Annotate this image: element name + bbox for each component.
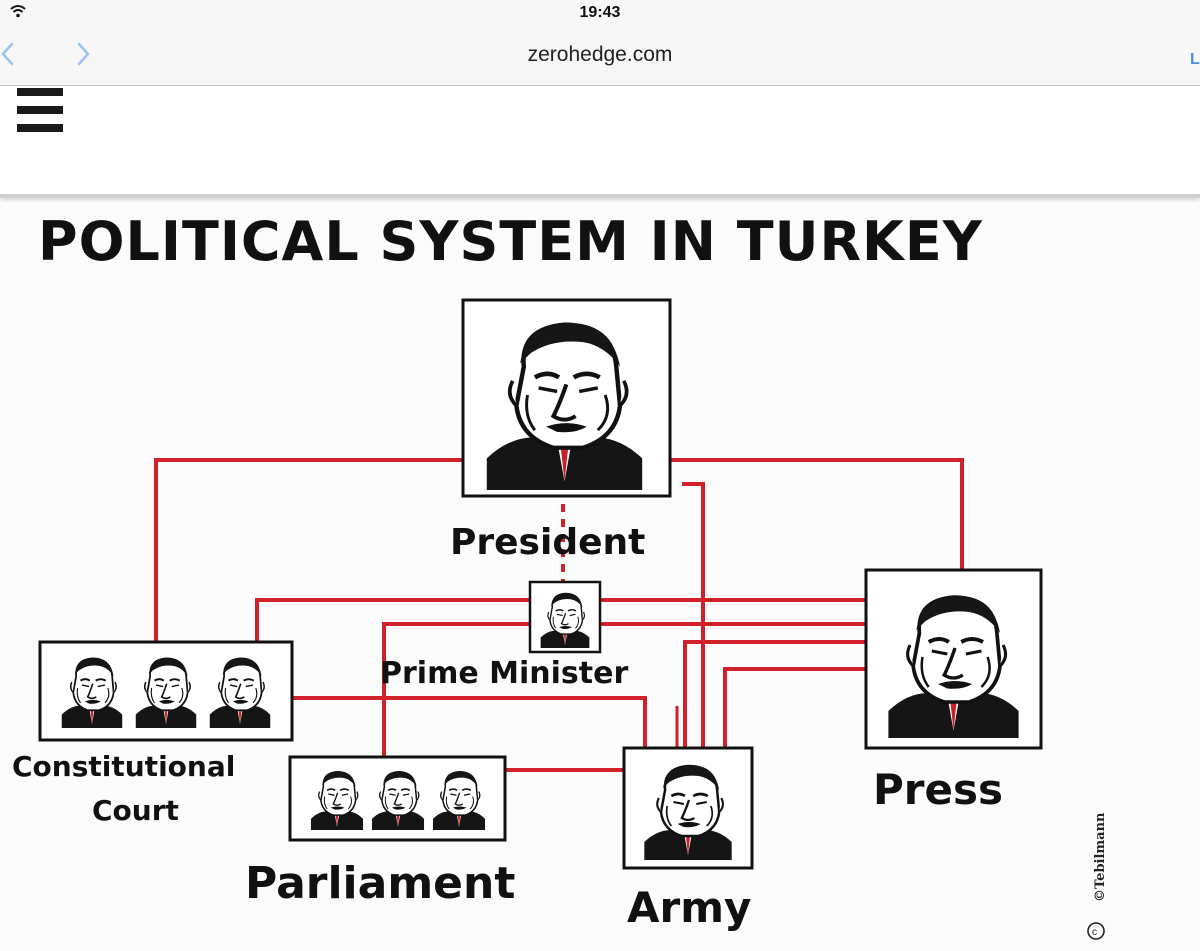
parliament-portraits xyxy=(290,757,505,840)
status-bar: 19:43 xyxy=(0,0,1200,26)
political-cartoon-image: c POLITICAL SYSTEM IN TURKEY President P… xyxy=(0,202,1200,951)
cartoon-diagram: c xyxy=(0,202,1200,951)
label-court: Court xyxy=(92,794,179,827)
svg-text:c: c xyxy=(1092,927,1097,938)
artist-signature: ©Tebilmann xyxy=(1093,812,1108,902)
nav-right-button[interactable]: L xyxy=(1190,51,1200,69)
label-constitutional: Constitutional xyxy=(12,750,235,783)
site-header xyxy=(0,86,1200,198)
hamburger-menu-icon[interactable] xyxy=(17,88,63,136)
army-portrait xyxy=(624,748,752,868)
browser-nav-bar: zerohedge.com L xyxy=(0,26,1200,86)
copyright-icon: c xyxy=(1088,923,1104,939)
label-prime-minister: Prime Minister xyxy=(380,656,628,691)
cartoon-title: POLITICAL SYSTEM IN TURKEY xyxy=(38,210,983,273)
status-time: 19:43 xyxy=(0,4,1200,22)
address-bar-url[interactable]: zerohedge.com xyxy=(0,43,1200,67)
president-portrait xyxy=(463,300,670,496)
label-press: Press xyxy=(873,765,1003,814)
label-army: Army xyxy=(627,883,751,932)
label-parliament: Parliament xyxy=(245,858,515,909)
prime-minister-portrait xyxy=(530,582,600,652)
constitutional-court-portraits xyxy=(40,642,292,740)
label-president: President xyxy=(450,522,645,563)
press-portrait xyxy=(866,570,1041,748)
